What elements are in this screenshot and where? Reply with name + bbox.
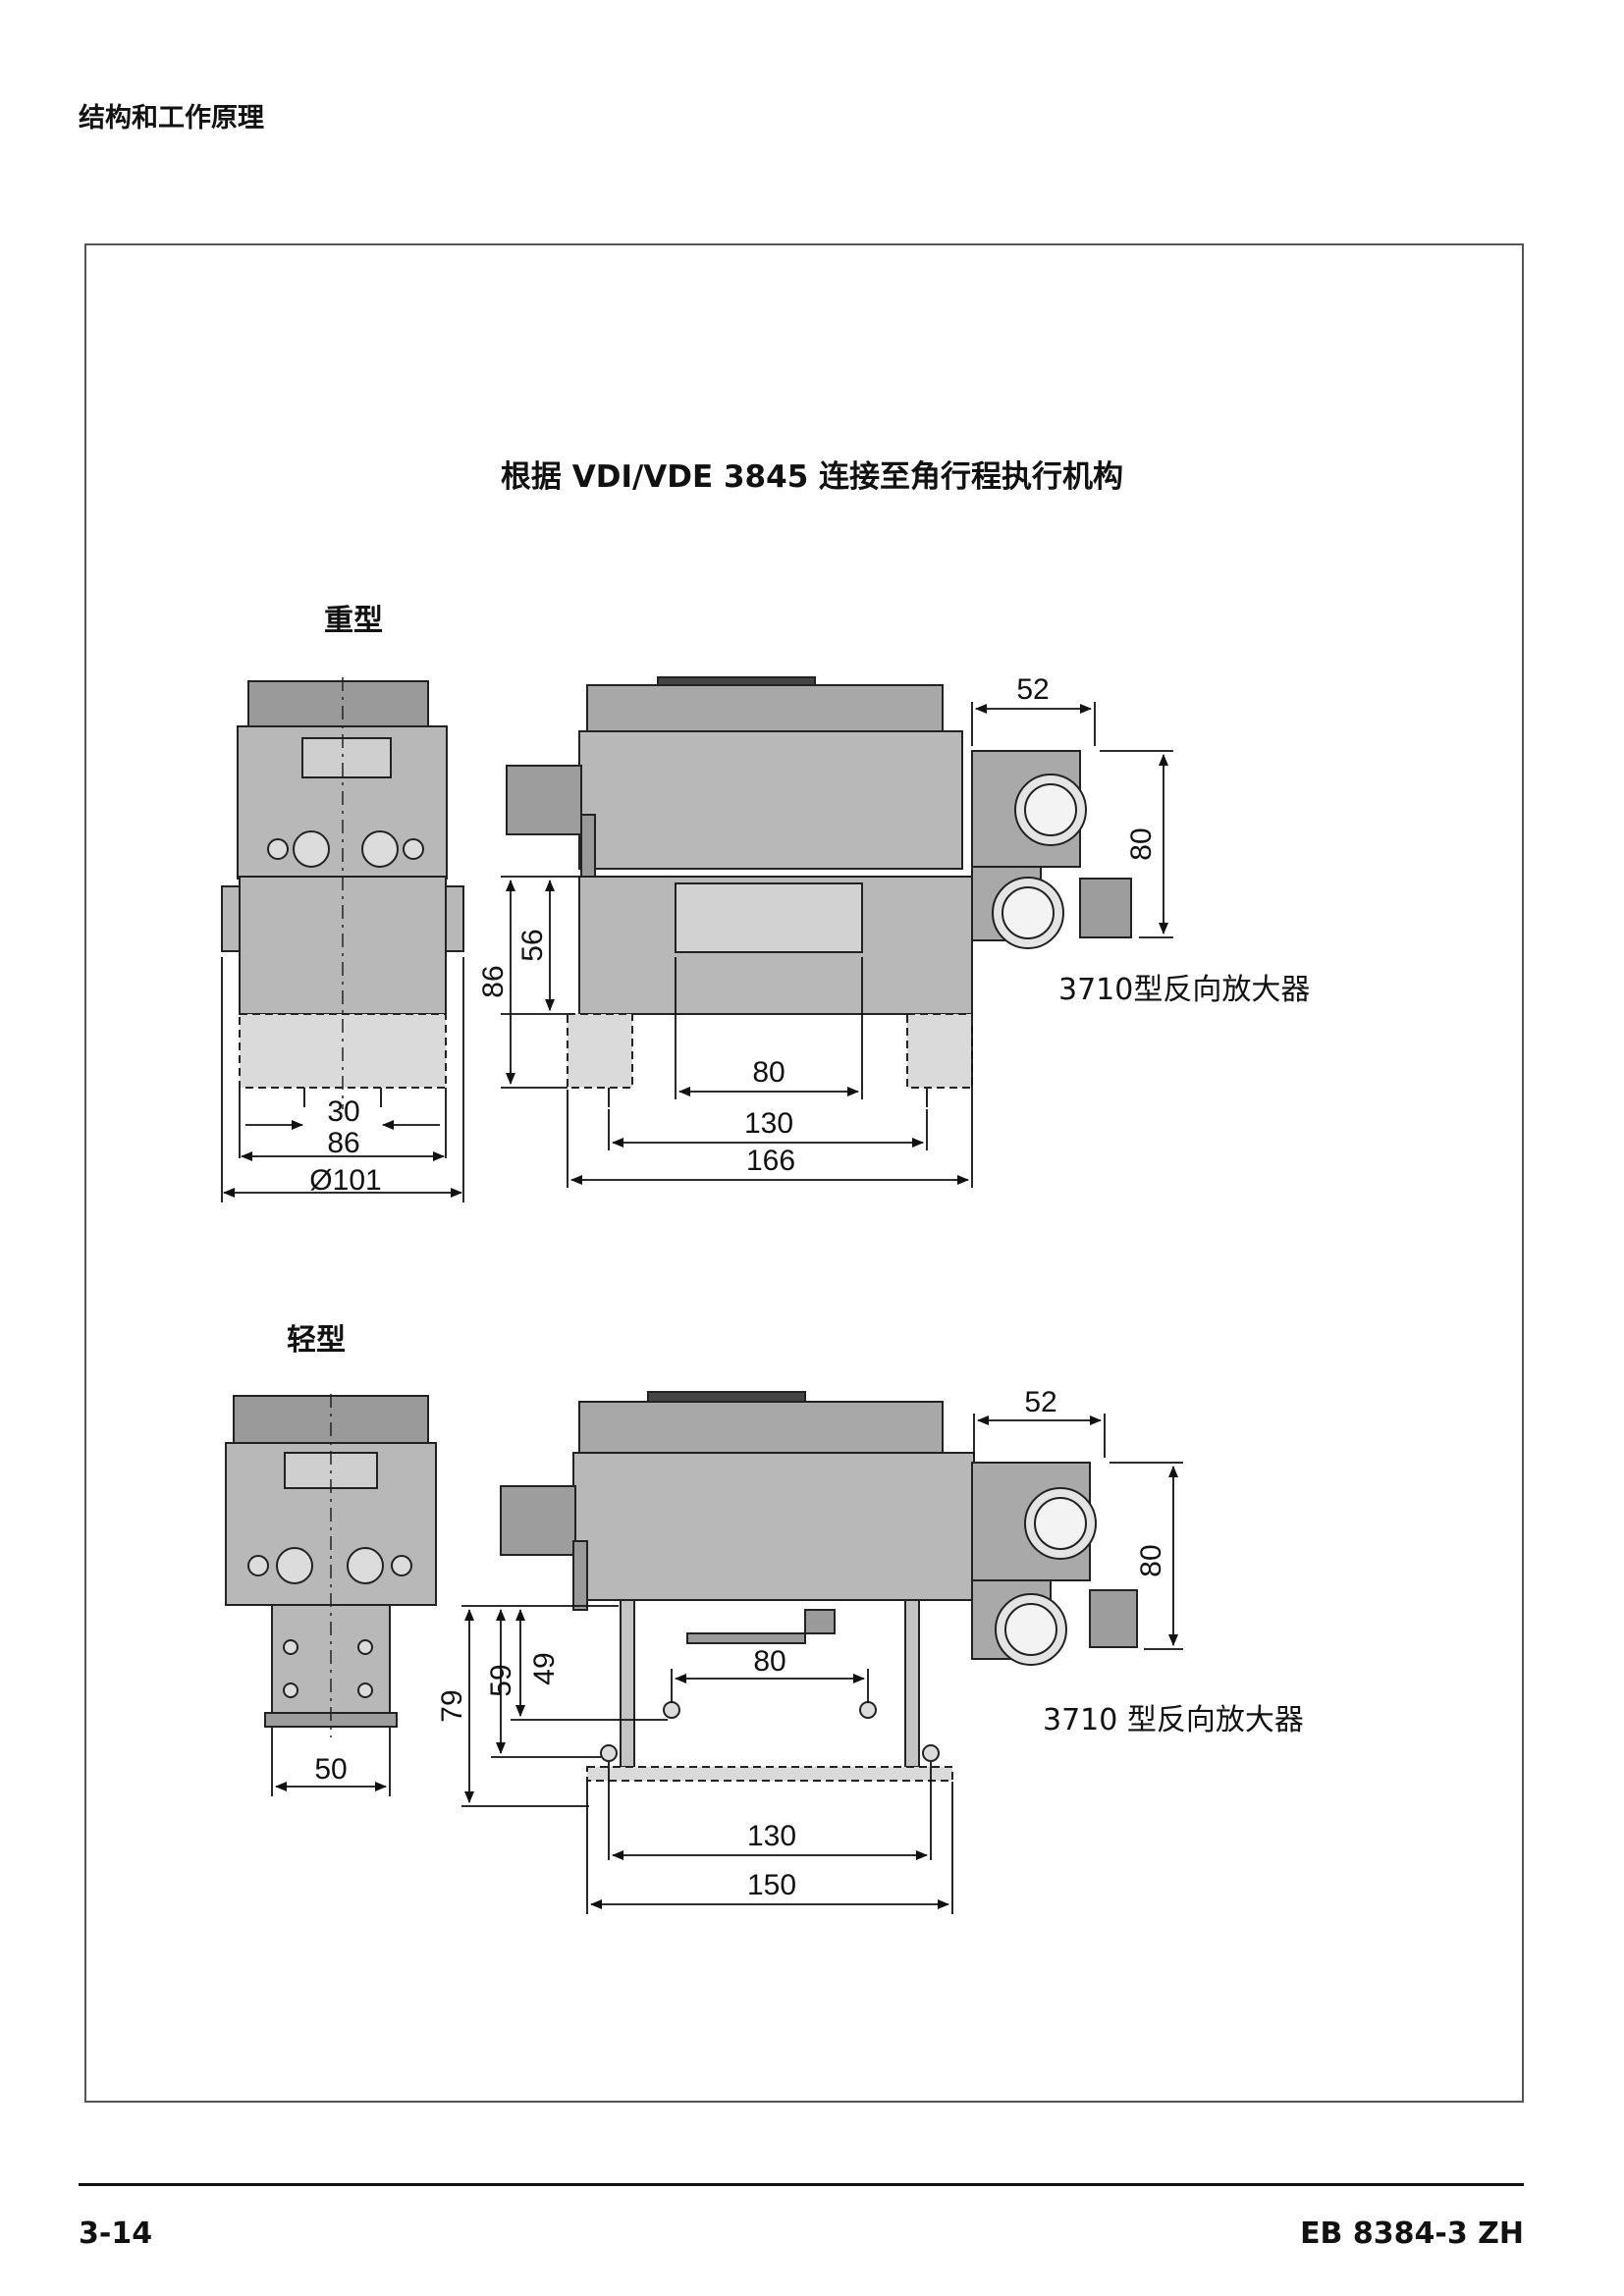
light-front-dims bbox=[271, 1728, 391, 1796]
light-dim-80: 80 bbox=[753, 1645, 785, 1678]
heavy-dim-56: 56 bbox=[516, 929, 549, 961]
light-dim-50: 50 bbox=[314, 1753, 347, 1786]
light-dim-52: 52 bbox=[1024, 1386, 1056, 1418]
light-dim-59: 59 bbox=[485, 1664, 517, 1696]
heavy-dim-30: 30 bbox=[327, 1095, 359, 1128]
heavy-dim-80-height: 80 bbox=[1125, 828, 1158, 860]
heavy-variant-label: 重型 bbox=[324, 604, 383, 638]
heavy-dim-130: 130 bbox=[744, 1107, 793, 1140]
light-dim-80-height: 80 bbox=[1135, 1544, 1167, 1576]
figure-frame bbox=[84, 243, 1524, 2103]
heavy-dim-52: 52 bbox=[1016, 673, 1049, 706]
heavy-dim-166: 166 bbox=[746, 1145, 795, 1177]
light-dim-130: 130 bbox=[747, 1820, 796, 1852]
heavy-dim-101-diameter: Ø101 bbox=[309, 1164, 381, 1197]
document-id: EB 8384-3 ZH bbox=[1300, 2216, 1524, 2251]
light-side-dims bbox=[461, 1414, 1183, 1914]
light-variant-label: 轻型 bbox=[287, 1323, 346, 1358]
heavy-front-view bbox=[221, 677, 464, 1109]
heavy-dim-86-width: 86 bbox=[327, 1127, 359, 1159]
heavy-amplifier-label: 3710型反向放大器 bbox=[1058, 973, 1310, 1007]
heavy-front-dims bbox=[221, 957, 464, 1202]
heavy-side-view bbox=[506, 676, 1132, 1107]
light-side-view bbox=[500, 1391, 1138, 1782]
light-amplifier-label: 3710 型反向放大器 bbox=[1043, 1703, 1304, 1737]
heavy-dim-80: 80 bbox=[752, 1056, 785, 1089]
section-title: 结构和工作原理 bbox=[79, 103, 264, 133]
light-dim-79: 79 bbox=[436, 1689, 468, 1722]
heavy-side-dims bbox=[501, 702, 1173, 1188]
light-front-view bbox=[225, 1394, 437, 1737]
footer-rule bbox=[79, 2183, 1524, 2186]
figure-title: 根据 VDI/VDE 3845 连接至角行程执行机构 bbox=[500, 459, 1124, 495]
light-dim-49: 49 bbox=[528, 1652, 561, 1684]
heavy-dim-86-height: 86 bbox=[477, 965, 510, 997]
light-dim-150: 150 bbox=[747, 1869, 796, 1901]
page-number: 3-14 bbox=[79, 2216, 153, 2251]
